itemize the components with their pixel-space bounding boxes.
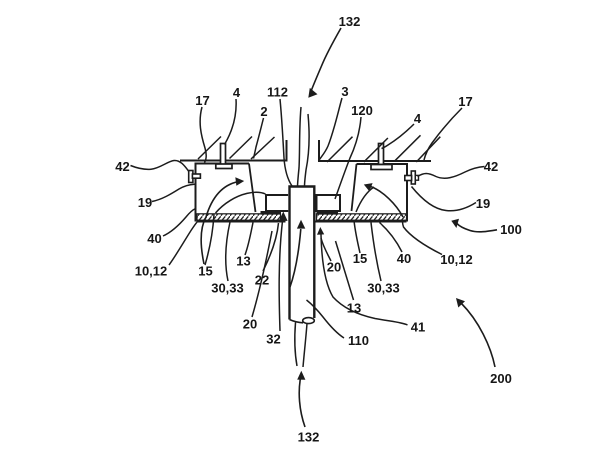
svg-text:41: 41 — [411, 320, 425, 335]
svg-text:132: 132 — [339, 14, 361, 29]
svg-text:40: 40 — [147, 231, 161, 246]
svg-text:10,12: 10,12 — [135, 264, 168, 279]
svg-text:110: 110 — [348, 333, 369, 348]
svg-text:20: 20 — [243, 317, 257, 332]
svg-text:4: 4 — [233, 85, 241, 100]
svg-text:30,33: 30,33 — [211, 281, 244, 296]
svg-text:15: 15 — [198, 264, 212, 279]
svg-text:19: 19 — [138, 195, 152, 210]
svg-text:22: 22 — [255, 273, 269, 288]
svg-text:112: 112 — [267, 85, 288, 100]
svg-text:10,12: 10,12 — [440, 252, 473, 267]
svg-text:30,33: 30,33 — [367, 281, 400, 296]
svg-text:120: 120 — [351, 103, 373, 118]
svg-text:13: 13 — [236, 254, 250, 269]
svg-text:42: 42 — [484, 159, 498, 174]
svg-text:100: 100 — [500, 222, 522, 237]
svg-text:132: 132 — [298, 430, 320, 445]
svg-text:4: 4 — [414, 111, 422, 126]
svg-text:17: 17 — [195, 93, 209, 108]
svg-text:13: 13 — [347, 301, 361, 316]
svg-text:40: 40 — [397, 251, 411, 266]
svg-text:32: 32 — [266, 332, 280, 347]
svg-text:3: 3 — [341, 84, 348, 99]
svg-text:2: 2 — [260, 104, 267, 119]
svg-text:19: 19 — [476, 196, 490, 211]
svg-text:42: 42 — [115, 159, 129, 174]
svg-text:15: 15 — [353, 251, 367, 266]
svg-text:200: 200 — [490, 371, 512, 386]
svg-text:17: 17 — [458, 94, 472, 109]
svg-text:20: 20 — [327, 260, 341, 275]
